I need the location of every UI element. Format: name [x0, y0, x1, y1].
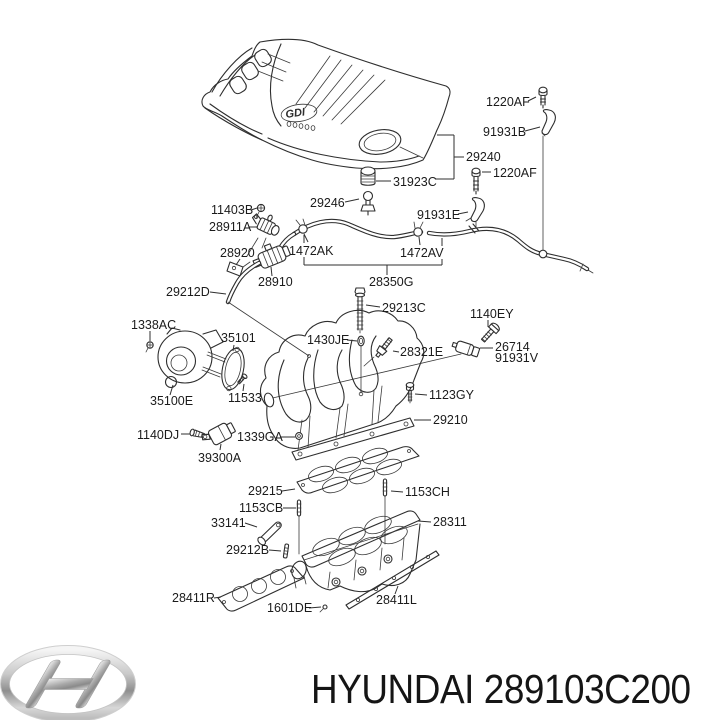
part-label-29210: 29210: [433, 413, 468, 427]
vacuum-pipe-91931: [426, 223, 594, 274]
part-number-text: 289103C200: [483, 666, 691, 712]
gdi-logo: GDI: [280, 103, 318, 131]
part-label-31923c: 31923C: [393, 175, 437, 189]
part-label-28911a: 28911A: [209, 220, 252, 234]
part-label-35101: 35101: [221, 331, 256, 345]
valve-link-lines: [246, 237, 267, 257]
part-label-1339ga: 1339GA: [237, 430, 284, 444]
bracket-91931b: [541, 109, 556, 137]
pin-29212b: [282, 543, 290, 559]
stud-1153cb: [296, 499, 302, 555]
part-label-28411r: 28411R: [172, 591, 215, 605]
bracket-33141: [257, 521, 282, 546]
part-labels: 1220AF 91931B 29240 31923C 1220AF 29246 …: [131, 95, 539, 615]
part-label-1430je: 1430JE: [307, 333, 349, 347]
clamp-1472av: [413, 221, 424, 237]
part-label-1601de: 1601DE: [267, 601, 312, 615]
cover-ribs: [257, 53, 386, 125]
part-label-29212d: 29212D: [166, 285, 210, 299]
part-label-1472av: 1472AV: [400, 246, 444, 260]
part-label-28321e: 28321E: [400, 345, 443, 359]
grommet-31923c: [360, 166, 376, 186]
part-label-91931b: 91931B: [483, 125, 526, 139]
part-label-28910: 28910: [258, 275, 293, 289]
cover-opening: [358, 129, 424, 159]
bolt-1339ga: [295, 432, 303, 440]
part-label-35100e: 35100E: [150, 394, 193, 408]
part-label-29212b: 29212B: [226, 543, 269, 557]
part-label-29246: 29246: [310, 196, 345, 210]
part-label-28311: 28311: [433, 515, 467, 529]
screw-1140dj: [189, 428, 207, 439]
bolt-1140ey: [480, 322, 500, 343]
part-label-1220af-mid: 1220AF: [493, 166, 537, 180]
gdi-logo-text: GDI: [285, 106, 307, 121]
gasket-29215: [296, 446, 420, 494]
clip-1430je: [357, 335, 365, 397]
screw-1601de: [319, 604, 328, 613]
part-label-91931v: 91931V: [495, 351, 539, 365]
part-label-1123gy: 1123GY: [429, 388, 475, 402]
part-label-1220af-top: 1220AF: [486, 95, 530, 109]
screw-11403b: [255, 203, 266, 219]
valve-28911a: [251, 213, 280, 236]
valve-28910: [252, 243, 291, 269]
bolt-1220af-mid: [471, 167, 481, 195]
sensor-39300a: [201, 422, 236, 446]
clamp-1472ak: [295, 218, 308, 234]
part-label-11533: 11533: [228, 391, 262, 405]
sensor-mount-line: [263, 353, 462, 401]
part-label-29215: 29215: [248, 484, 283, 498]
engine-cover: GDI: [201, 38, 451, 170]
hose-29212d: [225, 260, 311, 358]
part-label-11403b: 11403B: [211, 203, 253, 217]
gasket-28411l: [345, 550, 440, 610]
hyundai-logo: [0, 645, 136, 720]
bolt-1220af-top: [538, 86, 548, 109]
screw-11533: [236, 373, 248, 385]
part-label-28350g: 28350G: [369, 275, 413, 289]
part-label-29213c: 29213C: [382, 301, 426, 315]
part-label-29240: 29240: [466, 150, 501, 164]
gasket-35101: [221, 346, 245, 392]
stud-29246: [360, 190, 376, 216]
sensor-28321e: [363, 337, 393, 367]
bracket-91931e: [465, 197, 485, 229]
part-label-91931e: 91931E: [417, 208, 460, 222]
part-label-1140ey: 1140EY: [470, 307, 514, 321]
part-label-39300a: 39300A: [198, 451, 242, 465]
part-label-1338ac: 1338AC: [131, 318, 176, 332]
part-label-1472ak: 1472AK: [289, 244, 334, 258]
throttle-body-35100e: [157, 327, 227, 389]
leader-lines: [149, 96, 541, 609]
part-label-28920: 28920: [220, 246, 255, 260]
part-label-33141: 33141: [211, 516, 246, 530]
part-label-1153cb: 1153CB: [239, 501, 283, 515]
lower-manifold-28311: [291, 510, 421, 593]
brand-text: HYUNDAI: [311, 666, 474, 712]
footer-caption: HYUNDAI 289103C200: [311, 666, 691, 713]
screw-1338ac: [145, 341, 154, 353]
bolt-1123gy: [405, 382, 415, 404]
bolt-29213c: [354, 287, 366, 334]
gasket-28411r: [217, 565, 305, 612]
sensor-26714-91931v: [451, 340, 481, 358]
part-label-1153ch: 1153CH: [405, 485, 450, 499]
part-label-28411l: 28411L: [376, 593, 417, 607]
upper-manifold-29210: [259, 309, 425, 461]
part-label-1140dj: 1140DJ: [137, 428, 179, 442]
part-label-26714: 26714: [495, 340, 530, 354]
